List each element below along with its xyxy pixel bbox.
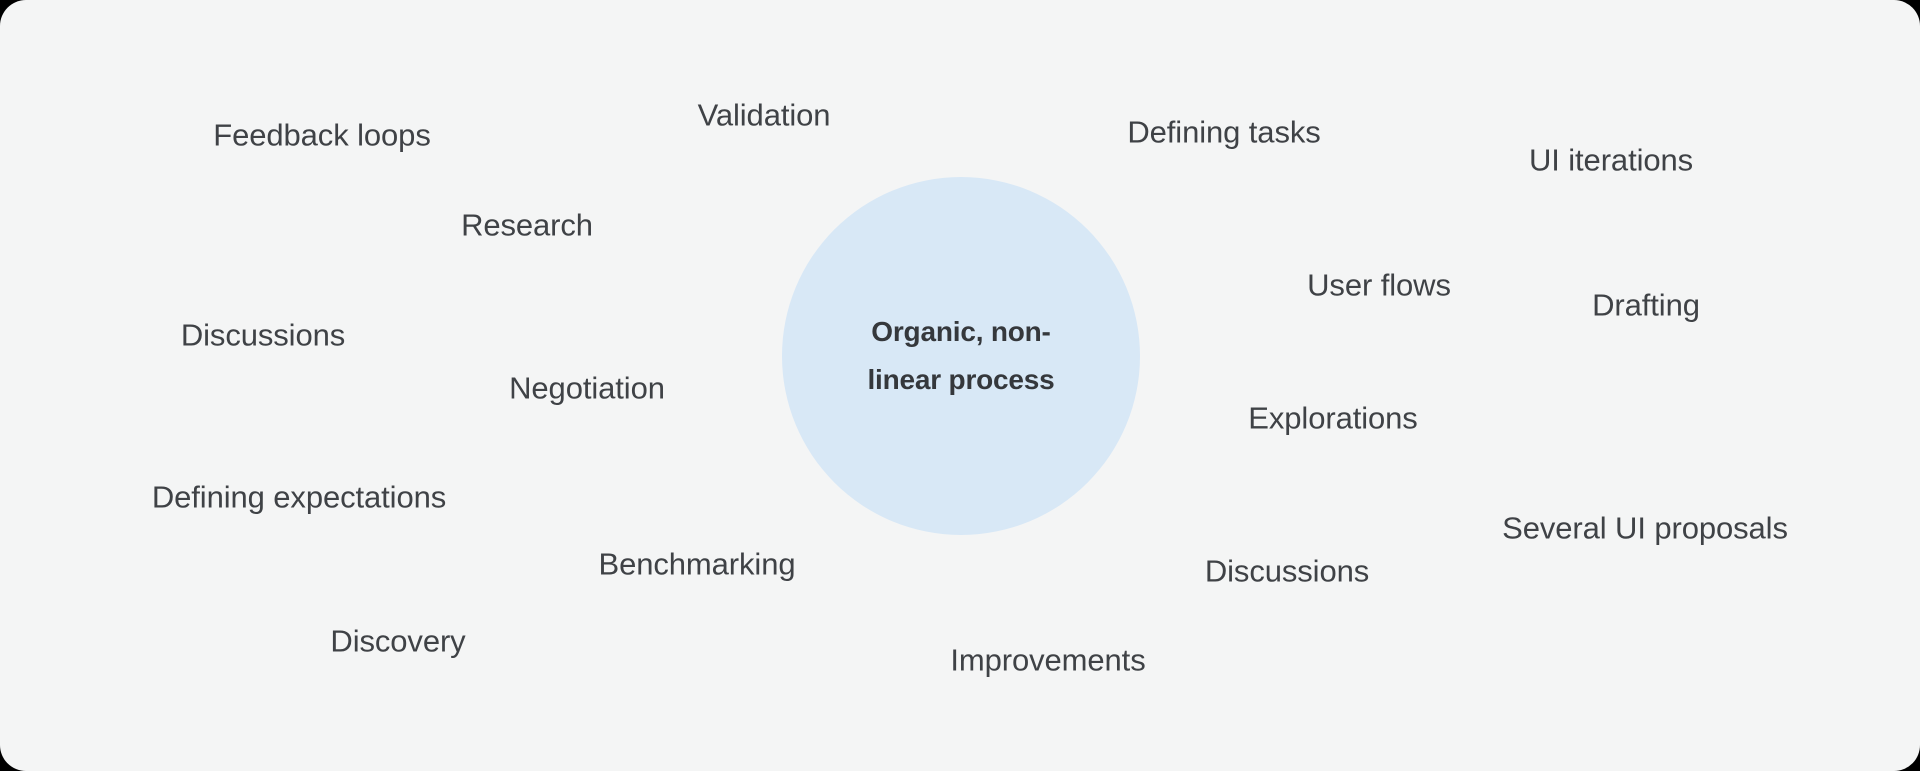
- node-ui-iterations: UI iterations: [1528, 142, 1694, 178]
- node-defining-tasks: Defining tasks: [1127, 114, 1321, 150]
- node-negotiation: Negotiation: [509, 370, 665, 406]
- node-several-ui-proposals: Several UI proposals: [1502, 510, 1788, 546]
- node-drafting: Drafting: [1592, 287, 1700, 323]
- node-validation: Validation: [697, 97, 831, 133]
- node-benchmarking: Benchmarking: [598, 546, 796, 582]
- node-defining-expectations: Defining expectations: [151, 479, 447, 515]
- node-user-flows: User flows: [1307, 267, 1451, 303]
- center-circle: Organic, non- linear process: [782, 177, 1140, 535]
- node-discussions-right: Discussions: [1204, 553, 1370, 589]
- node-discovery: Discovery: [330, 623, 466, 659]
- node-explorations: Explorations: [1248, 400, 1418, 436]
- center-circle-label: Organic, non- linear process: [867, 315, 1055, 395]
- node-improvements: Improvements: [950, 642, 1146, 678]
- node-research: Research: [461, 207, 593, 243]
- node-feedback-loops: Feedback loops: [213, 117, 431, 153]
- node-discussions-left: Discussions: [180, 317, 346, 353]
